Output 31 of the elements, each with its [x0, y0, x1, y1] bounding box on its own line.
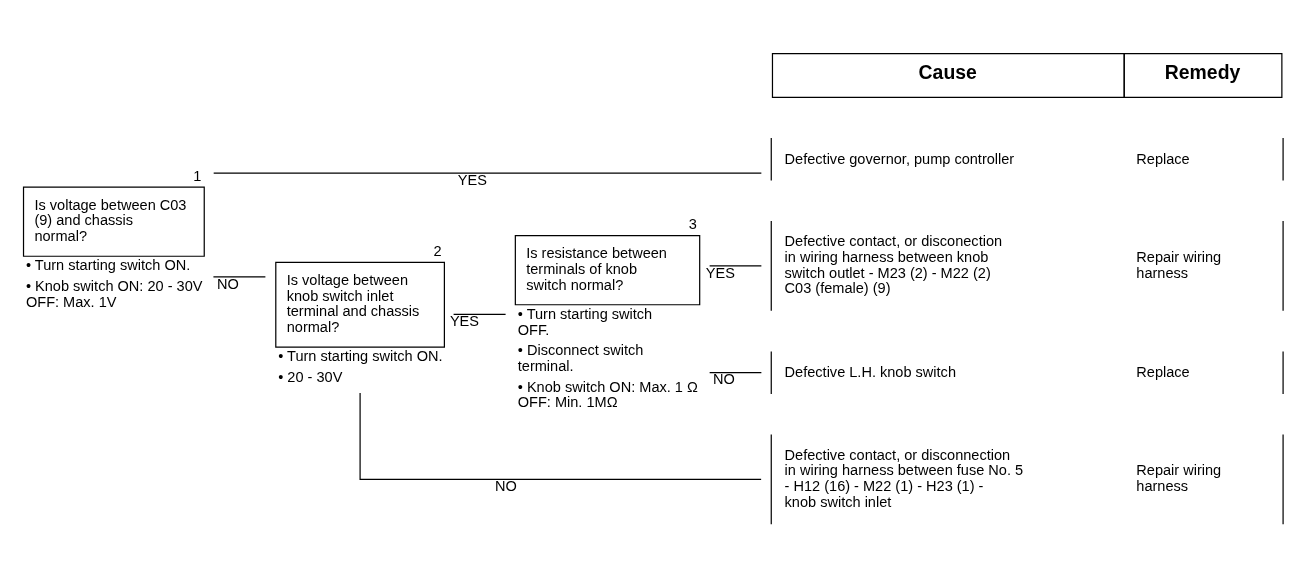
node-text: Defective contact, or disconnection in wiring harness between fuse No. 5 - H12 (16) - M22 (1) - H23 (1) - knob switch inlet Repair wiring harness — [784, 446, 1222, 510]
edge-label: YES — [449, 312, 479, 329]
node-text: Defective contact, or disconection in wiring harness between knob switch outlet - M23 (2) - M22 (2) C03 (female) (9) Repair wiring harness — [784, 232, 1222, 296]
edge-label: NO — [713, 370, 735, 387]
connector — [359, 391, 762, 480]
node-box: Is voltage between C03 (9) and chassis normal? — [22, 186, 205, 257]
edge-label: YES — [457, 171, 487, 188]
connector — [709, 264, 762, 267]
node-box: Is resistance between terminals of knob switch normal? — [514, 234, 701, 305]
node-label: 1 — [193, 167, 202, 184]
node-label: • Knob switch ON: 20 - 30V OFF: Max. 1V — [25, 277, 203, 310]
connector — [453, 313, 507, 315]
node-label: • Disconnect switch terminal. — [517, 341, 644, 374]
node-label: • Turn starting switch OFF. — [517, 305, 653, 338]
edge-label: NO — [495, 477, 517, 494]
node-label: • Turn starting switch ON. — [25, 256, 191, 273]
label: Remedy — [1164, 60, 1241, 83]
node-label: 2 — [433, 242, 442, 259]
connector — [213, 172, 762, 174]
node-text: Defective L.H. knob switch Replace — [784, 363, 1190, 380]
label: Cause — [918, 60, 977, 83]
node-label: • Knob switch ON: Max. 1 Ω OFF: Min. 1MΩ — [517, 378, 698, 410]
node-label: • Turn starting switch ON. — [278, 347, 443, 364]
node-label: • 20 - 30V — [278, 368, 343, 385]
connector — [709, 371, 762, 373]
node-label: 3 — [688, 215, 697, 232]
node-text: Defective governor, pump controller Replace — [784, 150, 1190, 167]
edge-label: NO — [216, 275, 239, 292]
node-box: Is voltage between knob switch inlet terminal and chassis normal? — [275, 261, 445, 348]
edge-label: YES — [705, 264, 735, 281]
connector — [212, 275, 266, 277]
